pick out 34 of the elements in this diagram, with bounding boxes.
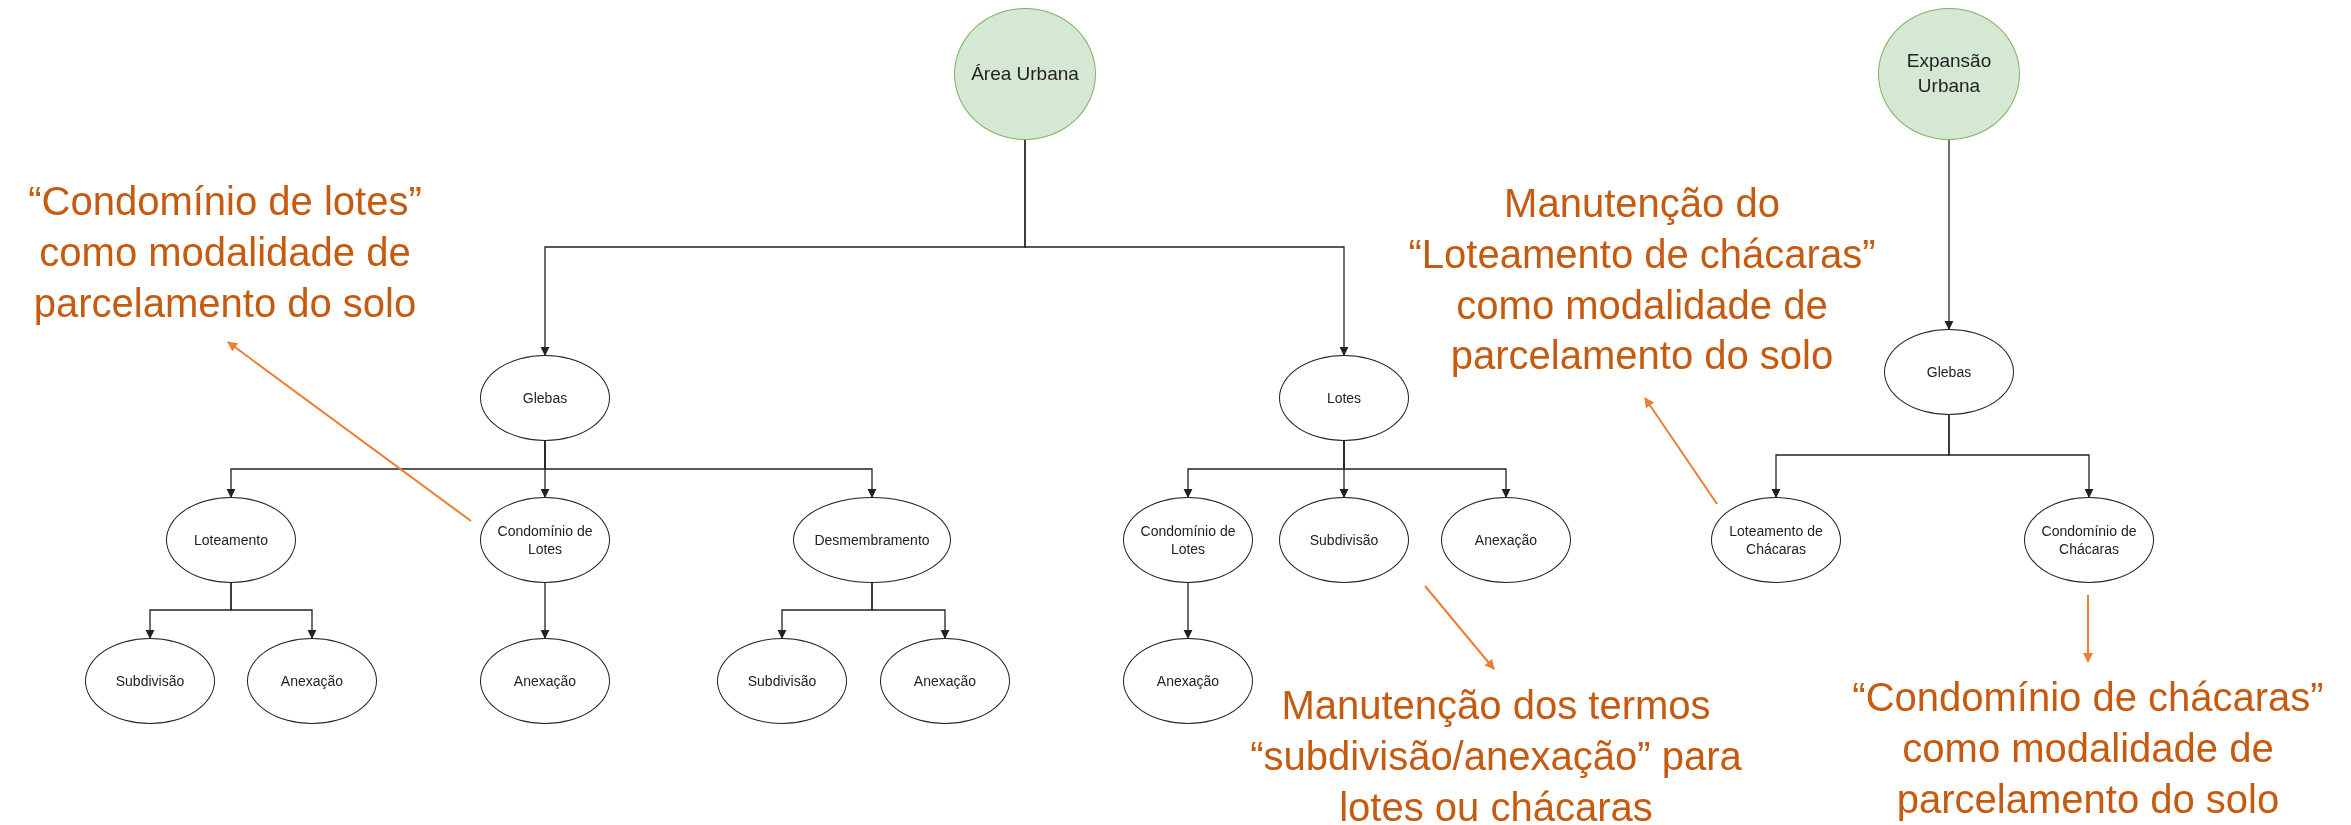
- annotation-arrow: [2083, 594, 2093, 663]
- area-circle: Expansão Urbana: [1878, 8, 2020, 140]
- arrow: [1183, 582, 1193, 639]
- category-ellipse: Anexação: [1441, 497, 1571, 583]
- category-ellipse: Condomínio de Chácaras: [2024, 497, 2154, 583]
- category-ellipse: Condomínio de Lotes: [480, 497, 610, 583]
- category-ellipse: Subdivisão: [1279, 497, 1409, 583]
- category-ellipse: Anexação: [880, 638, 1010, 724]
- annotation-arrow: [1644, 397, 1718, 505]
- arrow: [1343, 440, 1511, 498]
- annotation-text: “Condomínio de lotes” como modalidade de parcelamento do solo: [0, 176, 460, 329]
- arrow: [1024, 139, 1349, 356]
- category-ellipse: Subdivisão: [85, 638, 215, 724]
- arrow: [540, 582, 550, 639]
- arrow: [871, 582, 950, 639]
- category-ellipse: Loteamento de Chácaras: [1711, 497, 1841, 583]
- arrow: [544, 440, 877, 498]
- category-ellipse: Lotes: [1279, 355, 1409, 441]
- category-ellipse: Anexação: [480, 638, 610, 724]
- category-ellipse: Glebas: [480, 355, 610, 441]
- arrow: [230, 582, 317, 639]
- category-ellipse: Desmembramento: [793, 497, 951, 583]
- category-ellipse: Glebas: [1884, 329, 2014, 415]
- category-ellipse: Subdivisão: [717, 638, 847, 724]
- annotation-arrow: [227, 341, 472, 522]
- area-circle: Área Urbana: [954, 8, 1096, 140]
- category-ellipse: Loteamento: [166, 497, 296, 583]
- annotation-arrow: [1424, 585, 1495, 670]
- arrow: [1944, 139, 1954, 330]
- annotation-text: “Condomínio de chácaras” como modalidade de parcelamento do solo: [1808, 672, 2351, 825]
- arrow: [1948, 414, 2094, 498]
- category-ellipse: Condomínio de Lotes: [1123, 497, 1253, 583]
- category-ellipse: Anexação: [1123, 638, 1253, 724]
- category-ellipse: Anexação: [247, 638, 377, 724]
